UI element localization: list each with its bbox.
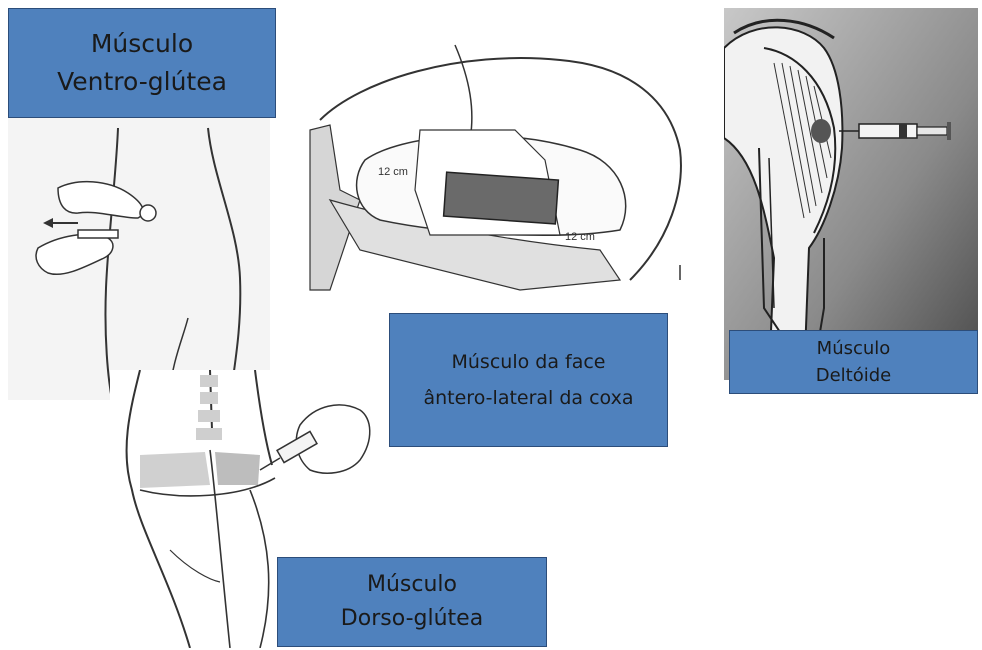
deltoid-label-line1: Músculo	[816, 335, 892, 362]
dorsogluteal-label-line1: Músculo	[341, 568, 483, 602]
anterolateral-label: Músculo da face ântero-lateral da coxa	[389, 313, 668, 447]
ventrogluteal-illustration	[8, 118, 270, 400]
anterolateral-label-line1: Músculo da face	[423, 344, 633, 380]
deltoid-illustration	[724, 8, 978, 380]
ventrogluteal-label-line2: Ventro-glútea	[57, 63, 227, 101]
dorsogluteal-label-line2: Dorso-glútea	[341, 602, 483, 636]
anterolateral-label-line2: ântero-lateral da coxa	[423, 380, 633, 416]
thigh-illustration: 12 cm 12 cm	[300, 40, 698, 304]
thigh-mark-left: 12 cm	[378, 166, 408, 178]
thigh-mark-right: 12 cm	[565, 231, 595, 243]
deltoid-label-line2: Deltóide	[816, 362, 892, 389]
syringe-icon	[78, 230, 118, 238]
deltoid-label: Músculo Deltóide	[729, 330, 978, 394]
ventrogluteal-label-line1: Músculo	[57, 25, 227, 63]
dorsogluteal-label: Músculo Dorso-glútea	[277, 557, 547, 647]
ventrogluteal-label: Músculo Ventro-glútea	[8, 8, 276, 118]
